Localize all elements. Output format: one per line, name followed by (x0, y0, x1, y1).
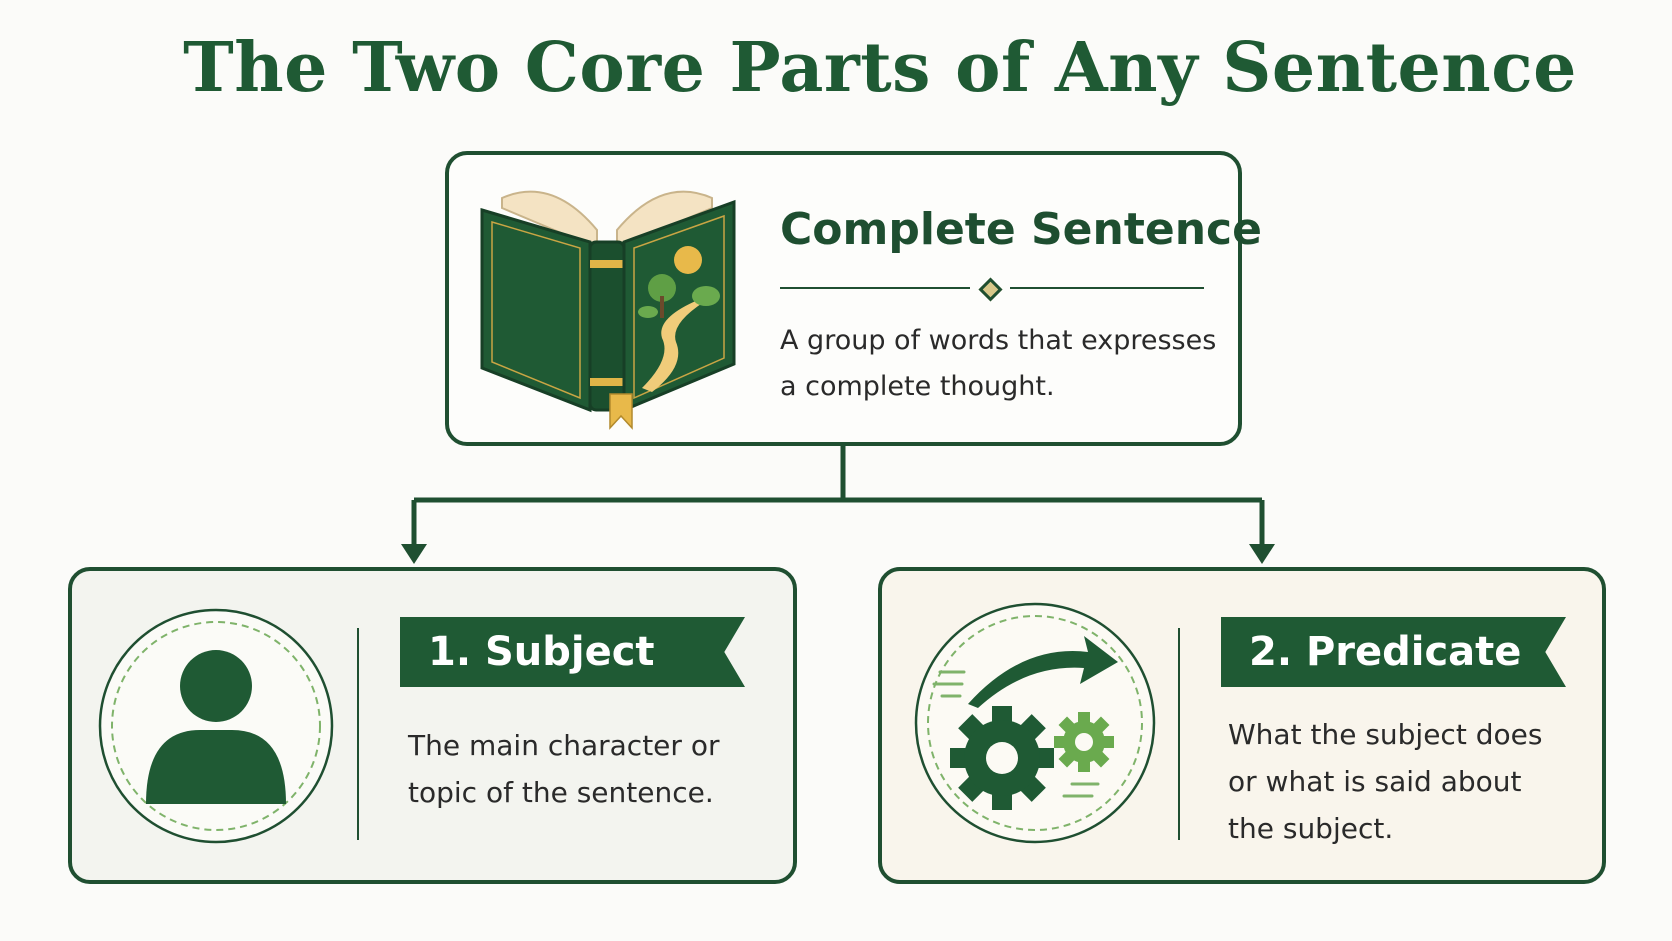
gears-arrow-icon (914, 602, 1156, 844)
title-divider-left (780, 287, 970, 289)
title-divider-right (1010, 287, 1204, 289)
complete-sentence-description: A group of words that expresses a comple… (780, 325, 1217, 402)
person-icon (98, 608, 334, 844)
predicate-description: What the subject does or what is said ab… (1228, 718, 1543, 845)
subject-description: The main character or topic of the sente… (408, 729, 720, 809)
predicate-label: 2. Predicate (1221, 617, 1566, 687)
book-icon (480, 190, 736, 430)
subject-label: 1. Subject (400, 617, 745, 687)
arrowhead-right (1249, 544, 1275, 564)
arrowhead-left (401, 544, 427, 564)
subject-separator (357, 628, 359, 840)
complete-sentence-title: Complete Sentence (780, 204, 1262, 255)
predicate-separator (1178, 628, 1180, 840)
page-title: The Two Core Parts of Any Sentence (183, 28, 1577, 108)
